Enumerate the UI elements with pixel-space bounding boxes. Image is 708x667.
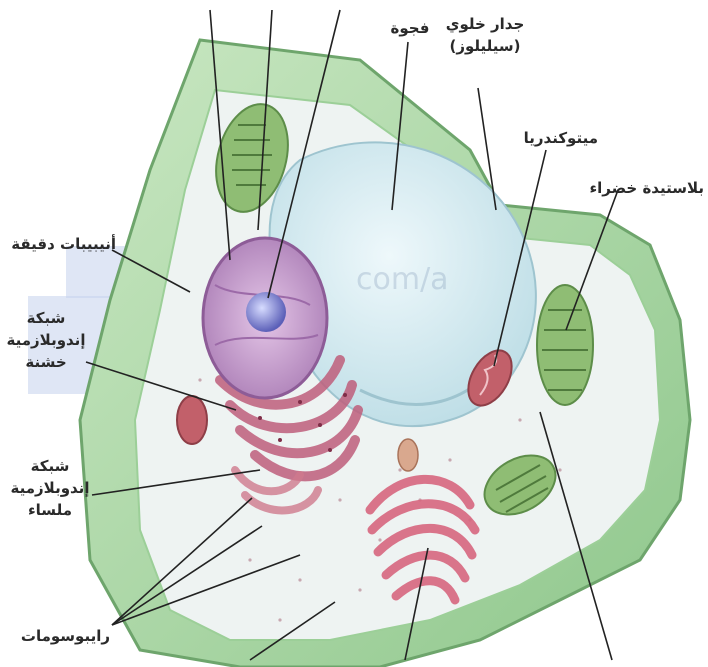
mitochondrion-left [177,396,207,444]
label-ribosomes: رايبوسومات [4,626,110,648]
watermark: com/a [356,262,449,297]
label-chloroplast: بلاستيدة خضراء [566,178,704,200]
label-microtubules: أنيبيبات دقيقة [6,234,116,256]
label-cell-wall: جدار خلوي (سيليلوز) [440,14,530,58]
nucleus [203,238,327,398]
vesicle [398,439,418,471]
chloroplast-right [537,285,593,405]
label-vacuole: فجوة [380,18,440,40]
label-mitochondria: ميتوكندريا [500,128,598,150]
label-smooth-er: شبكة إندوبلازمية ملساء [4,456,96,521]
label-rough-er: شبكة إندوبلازمية خشنة [4,308,88,373]
